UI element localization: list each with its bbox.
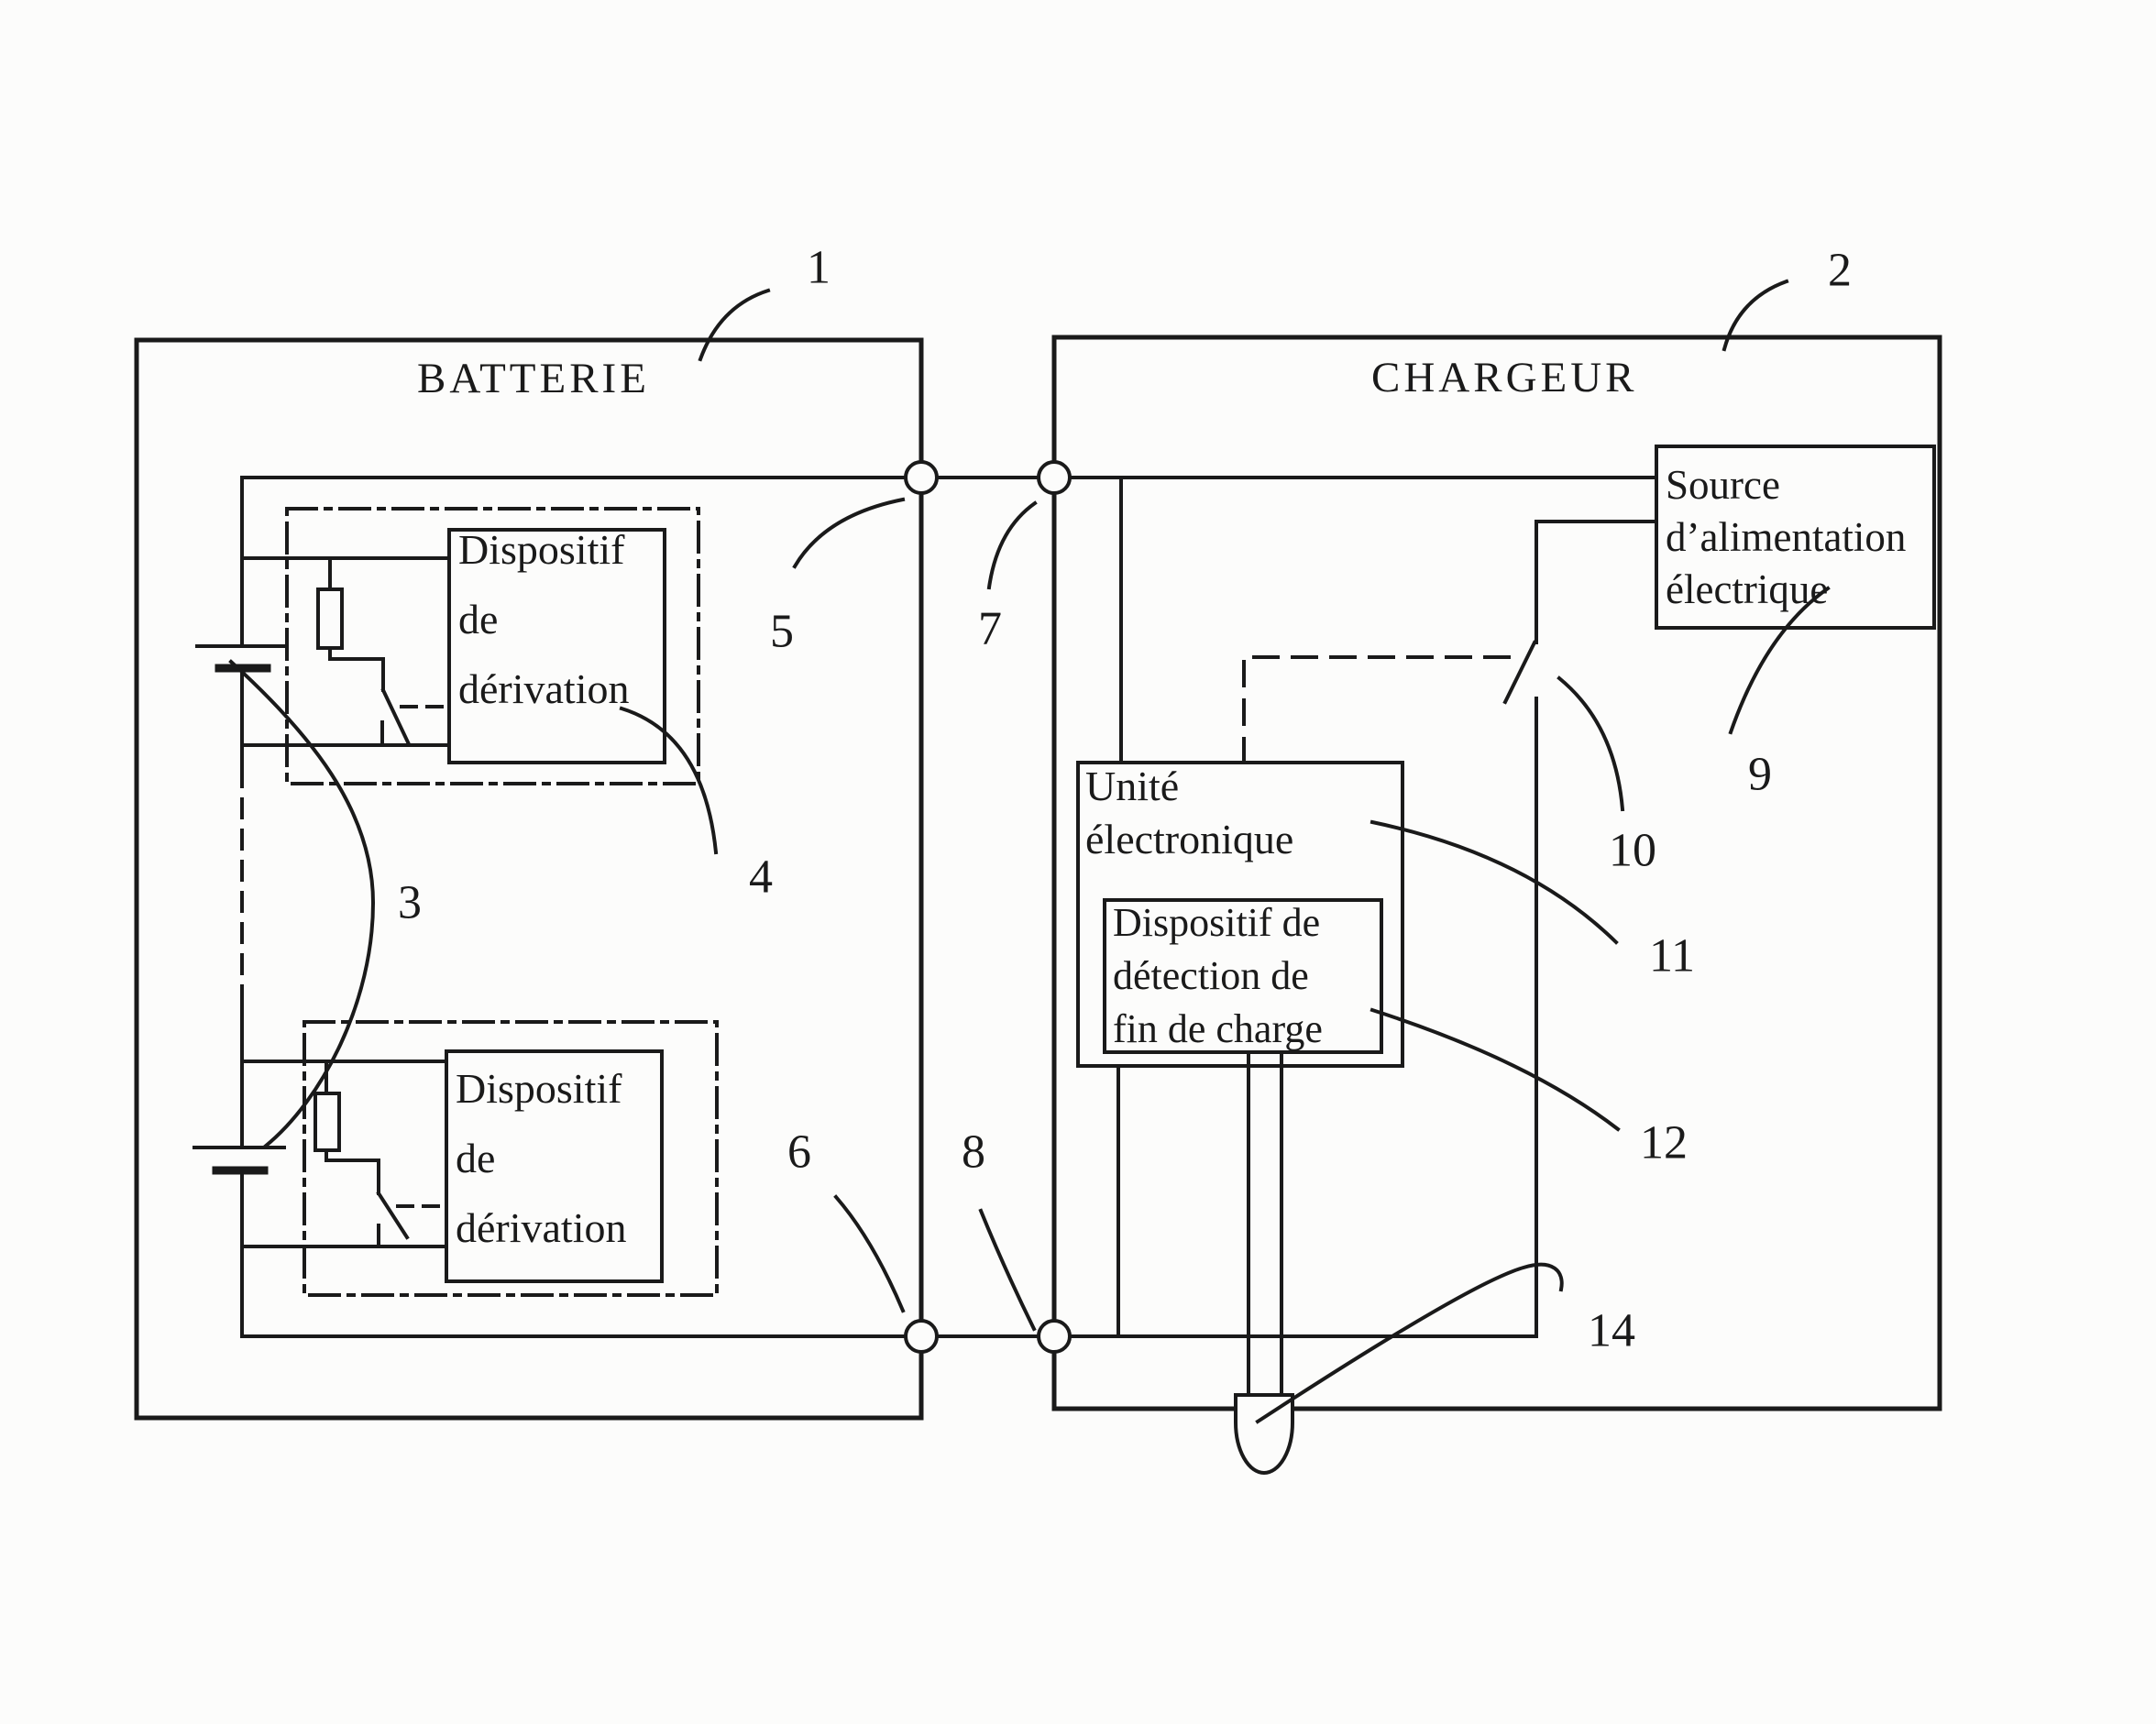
leader-line-12: [1370, 1007, 1621, 1132]
node-6-junction-icon: [904, 1319, 939, 1354]
group1-step-wire: [328, 646, 385, 692]
leader-line-1: [698, 288, 771, 362]
ref-label-11: 11: [1648, 929, 1696, 983]
detection-device-box: [1103, 898, 1383, 1054]
switch-1-blade-icon: [380, 687, 412, 747]
ref-label-5: 5: [770, 605, 794, 658]
leader-line-6: [833, 1194, 906, 1313]
leader-line-14: [1255, 1262, 1564, 1424]
switch-2-blade-icon: [376, 1191, 410, 1240]
battery-title: BATTERIE: [417, 355, 650, 402]
ref-label-6: 6: [787, 1126, 811, 1179]
charger-title: CHARGEUR: [1371, 354, 1638, 401]
cell-group-2-dashdot-box: [302, 1020, 719, 1297]
ref-label-4: 4: [749, 851, 773, 904]
leader-line-5: [792, 497, 906, 569]
leader-line-3: [228, 659, 376, 1149]
power-source-label: Source d’alimentation électrique: [1666, 462, 1907, 612]
node-5-junction-icon: [904, 460, 939, 495]
ref-label-8: 8: [962, 1126, 985, 1179]
derivation-device-2-box: [445, 1049, 664, 1283]
power-source-box: [1655, 445, 1936, 630]
ref-label-12: 12: [1640, 1116, 1688, 1169]
leader-line-7: [986, 500, 1038, 590]
led-lead-wires: [1247, 1050, 1283, 1397]
source-output-wire: [1534, 520, 1658, 644]
leader-line-11: [1370, 819, 1619, 945]
ref-label-14: 14: [1588, 1304, 1635, 1357]
resistor-2-icon: [314, 1092, 341, 1152]
leader-line-2: [1722, 279, 1789, 352]
derivation-device-1-label: Dispositif de dérivation: [458, 526, 630, 712]
derivation-device-2-label: Dispositif de dérivation: [456, 1065, 627, 1251]
leader-line-10: [1556, 675, 1625, 812]
node-7-junction-icon: [1037, 460, 1072, 495]
ref-label-2: 2: [1828, 244, 1852, 297]
resistor-1-icon: [316, 587, 344, 650]
derivation-device-1-box: [447, 528, 666, 764]
ref-label-9: 9: [1748, 748, 1772, 801]
battery-box-outline: [134, 337, 924, 1421]
leader-line-9: [1728, 586, 1831, 735]
detection-device-label: Dispositif de détection de fin de charge: [1113, 900, 1323, 1051]
group2-step-wire: [324, 1148, 380, 1195]
electronic-unit-label: Unité électronique: [1085, 763, 1294, 862]
ref-label-10: 10: [1609, 824, 1656, 877]
ref-label-7: 7: [978, 602, 1002, 655]
charger-box-outline: [1051, 335, 1942, 1411]
charge-switch-control-dashed: [1242, 655, 1516, 764]
node-8-junction-icon: [1037, 1319, 1072, 1354]
ref-label-1: 1: [807, 241, 830, 294]
electronic-unit-box: [1076, 761, 1404, 1068]
led-icon: [1234, 1393, 1294, 1475]
ref-label-3: 3: [398, 876, 422, 929]
leader-line-4: [619, 706, 719, 855]
leader-line-8: [978, 1208, 1037, 1332]
charge-switch-blade-icon: [1502, 640, 1537, 705]
